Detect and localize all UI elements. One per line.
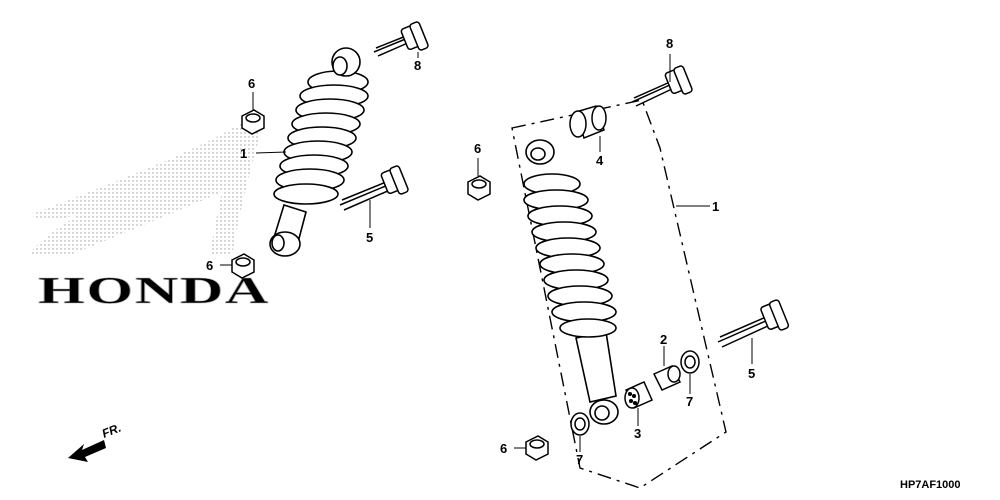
right-shock-spring: [523, 173, 617, 338]
front-arrow-icon: [68, 440, 106, 462]
left-lower-bolt: [339, 165, 409, 211]
upper-bushing: [569, 105, 607, 139]
callout-1-left: 1: [240, 146, 247, 161]
callout-4: 4: [596, 153, 604, 168]
callout-labels: 6 1 8 5 6 6 4 8 1 2 3 7 7 5 6: [206, 36, 755, 467]
callout-8-right: 8: [666, 36, 673, 51]
callout-5-left: 5: [366, 230, 373, 245]
callout-3: 3: [634, 426, 641, 441]
honda-wing-logo: HONDA: [28, 118, 270, 312]
right-upper-nut: [467, 175, 491, 201]
right-upper-bolt: [631, 65, 693, 107]
right-lower-bolt: [717, 299, 790, 348]
collar: [652, 365, 682, 391]
leader-lines: [220, 52, 753, 452]
callout-7-left: 7: [576, 452, 583, 467]
diagram-code: HP7AF1000: [900, 479, 961, 491]
callout-1-right: 1: [712, 199, 719, 214]
left-upper-bolt: [373, 21, 429, 57]
front-label: FR.: [100, 421, 123, 441]
left-shock-spring: [273, 70, 369, 205]
honda-wordmark: HONDA: [38, 270, 270, 312]
right-shock-assembly: [523, 139, 619, 425]
left-lower-nut: [231, 253, 255, 279]
callout-6-left-upper: 6: [248, 76, 255, 91]
dust-seal-right: [680, 350, 700, 374]
callout-2: 2: [660, 332, 667, 347]
callout-6-right-upper: 6: [474, 141, 481, 156]
right-lower-nut: [525, 435, 549, 461]
callout-7-right: 7: [686, 394, 693, 409]
callout-6-left-lower: 6: [206, 258, 213, 273]
needle-bearing: [624, 381, 653, 409]
dust-seal-left: [570, 412, 590, 436]
callout-8-left: 8: [414, 58, 421, 73]
callout-6-right-lower: 6: [500, 441, 507, 456]
front-direction-indicator: FR.: [68, 421, 123, 462]
exploded-group-frame: [511, 99, 727, 489]
left-shock-assembly: [269, 47, 369, 257]
left-upper-nut: [241, 109, 265, 135]
callout-5-right: 5: [748, 366, 755, 381]
